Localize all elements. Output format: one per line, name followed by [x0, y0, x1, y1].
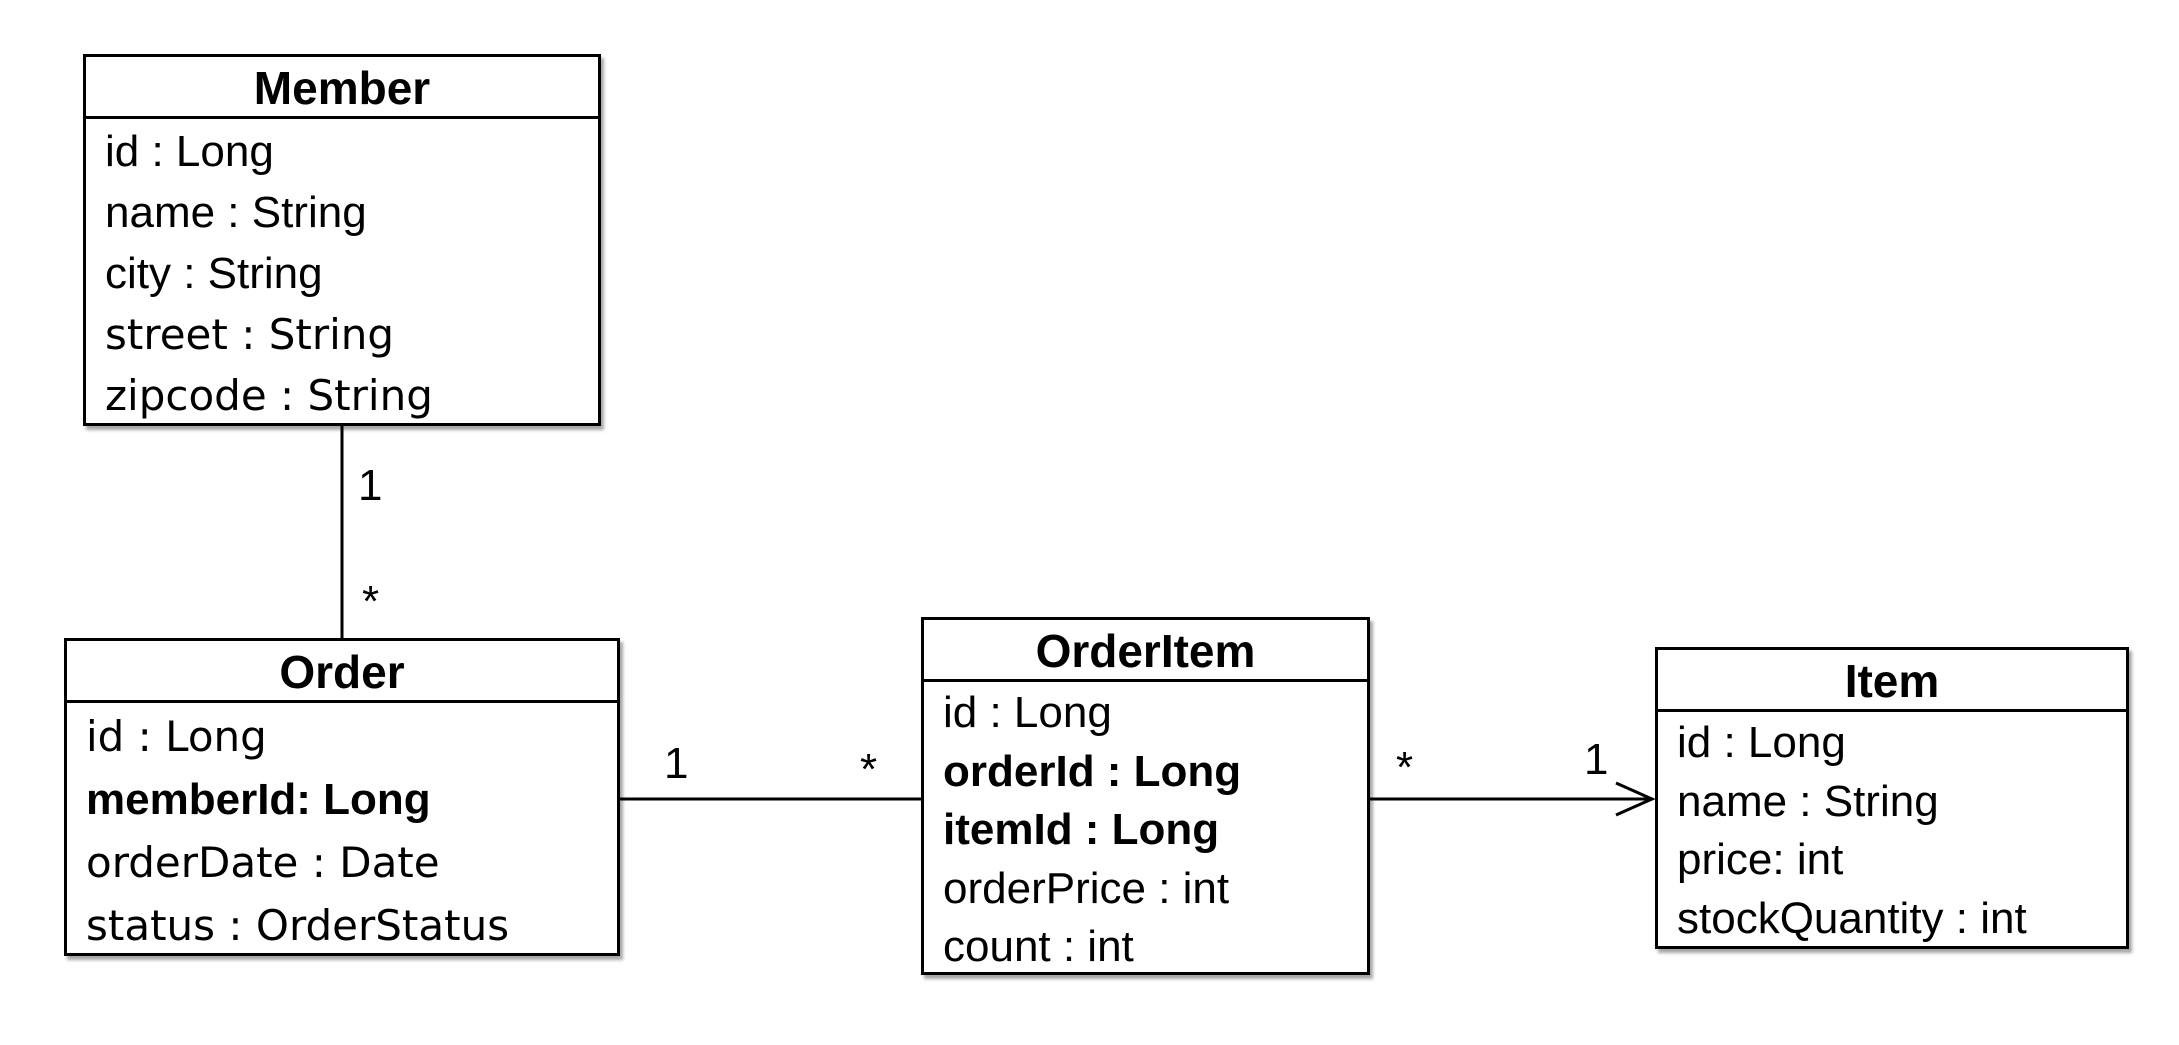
item-attr-id: id : Long: [1677, 718, 1846, 767]
item-attr-name: name : String: [1677, 776, 1939, 826]
order-orderitem-multiplicity-order: 1: [664, 739, 689, 788]
member-order-multiplicity-member: 1: [358, 461, 383, 510]
order-entity-title: Order: [67, 641, 617, 703]
orderitem-entity-title: OrderItem: [924, 620, 1367, 682]
order-attribute-list: id : Long memberId: Long orderDate : Dat…: [67, 703, 617, 957]
order-attr-memberid: memberId: Long: [86, 775, 431, 824]
member-attr-id: id : Long: [105, 127, 274, 176]
orderitem-attr-id: id : Long: [943, 688, 1112, 737]
member-entity-title: Member: [86, 57, 598, 119]
order-attr-status: status : OrderStatus: [86, 901, 510, 950]
member-attr-city: city : String: [105, 249, 323, 298]
orderitem-attr-orderid: orderId : Long: [943, 746, 1242, 796]
arrowhead-icon: [1615, 781, 1656, 817]
member-attribute-list: id : Long name : String city : String st…: [86, 119, 598, 426]
item-attribute-list: id : Long name : String price: int stock…: [1658, 712, 2126, 948]
orderitem-attr-count: count : int: [943, 922, 1134, 971]
member-attr-zipcode: zipcode : String: [105, 371, 433, 420]
member-attr-street: street : String: [105, 310, 395, 359]
orderitem-item-multiplicity-item: 1: [1584, 735, 1609, 784]
order-attr-id: id : Long: [86, 712, 267, 761]
item-attr-price: price: int: [1677, 835, 1844, 884]
member-entity[interactable]: Member id : Long name : String city : St…: [83, 54, 601, 426]
orderitem-item-multiplicity-orderitem: *: [1396, 743, 1414, 792]
orderitem-entity[interactable]: OrderItem id : Long orderId : Long itemI…: [921, 617, 1370, 975]
item-entity[interactable]: Item id : Long name : String price: int …: [1655, 647, 2129, 949]
orderitem-attr-orderprice: orderPrice : int: [943, 863, 1230, 913]
orderitem-attr-itemid: itemId : Long: [943, 805, 1220, 854]
item-entity-title: Item: [1658, 650, 2126, 712]
item-attr-stockquantity: stockQuantity : int: [1677, 893, 2027, 943]
orderitem-attribute-list: id : Long orderId : Long itemId : Long o…: [924, 682, 1367, 977]
order-entity[interactable]: Order id : Long memberId: Long orderDate…: [64, 638, 620, 956]
member-attr-name: name : String: [105, 188, 367, 237]
order-attr-orderdate: orderDate : Date: [86, 838, 440, 887]
member-order-multiplicity-order: *: [362, 577, 380, 626]
order-orderitem-multiplicity-orderitem: *: [860, 745, 878, 794]
